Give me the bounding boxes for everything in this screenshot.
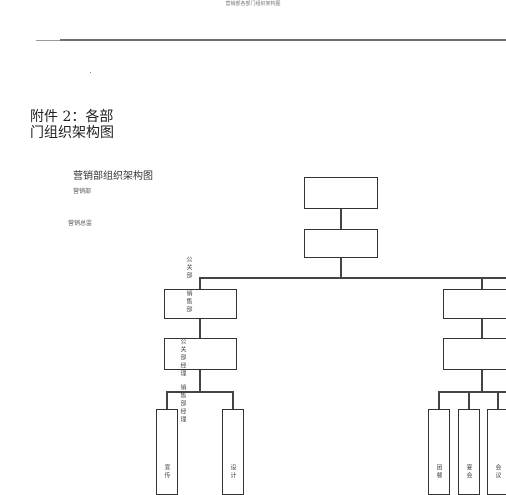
connector-left-mid: [199, 319, 201, 338]
connector-top: [340, 209, 342, 229]
connector-right-drop: [481, 277, 483, 289]
org-chart-title: 营销部组织架构图: [73, 171, 153, 182]
org-box-design: [222, 409, 244, 495]
connector-leaf-banquet: [468, 391, 470, 410]
label-marketing-dept: 营销部: [73, 188, 92, 195]
label-pr-manager: 公关部经理: [179, 338, 186, 378]
org-box-meeting: [487, 409, 506, 495]
label-publicity: 宣传: [163, 464, 170, 480]
connector-right-lower: [481, 370, 483, 392]
org-box-banquet: [458, 409, 480, 495]
org-box-sales-dept: [164, 289, 237, 319]
label-group-meal: 团餐: [435, 464, 442, 480]
org-box-marketing-dept: [304, 177, 378, 209]
label-banquet: 宴会: [465, 464, 472, 480]
org-box-right-dept: [443, 289, 506, 319]
org-box-group-meal: [428, 409, 450, 495]
connector-left-drop: [199, 277, 201, 289]
org-box-right-manager: [443, 338, 506, 370]
label-design: 设计: [229, 464, 236, 480]
org-box-pr-manager: [164, 338, 237, 370]
connector-leaf-group-meal: [438, 391, 440, 410]
header-rule: [60, 39, 506, 41]
connector-leaf-publicity: [166, 391, 168, 410]
connector-right-leaf-bus: [438, 391, 506, 393]
stray-dot: [90, 72, 91, 73]
attachment-heading: 附件 2：各部门组织架构图: [30, 109, 114, 141]
connector-director-down: [340, 258, 342, 278]
header-rule-left: [36, 40, 60, 41]
label-pr-dept: 公关部: [185, 256, 192, 280]
org-box-marketing-director: [304, 229, 378, 258]
label-marketing-director: 营销总监: [68, 220, 93, 227]
connector-leaf-design: [232, 391, 234, 410]
connector-right-mid: [481, 319, 483, 338]
label-sales-dept: 销售部: [185, 290, 192, 314]
connector-left-lower: [199, 370, 201, 392]
connector-left-leaf-bus: [166, 391, 234, 393]
label-sales-manager: 销售部经理: [179, 384, 186, 424]
document-header-title: 营销部各部门组织架构图: [225, 1, 281, 7]
label-meeting: 会议: [494, 464, 501, 480]
connector-horizontal-bus: [199, 277, 506, 279]
connector-leaf-meeting: [497, 391, 499, 410]
org-box-publicity: [156, 409, 178, 495]
